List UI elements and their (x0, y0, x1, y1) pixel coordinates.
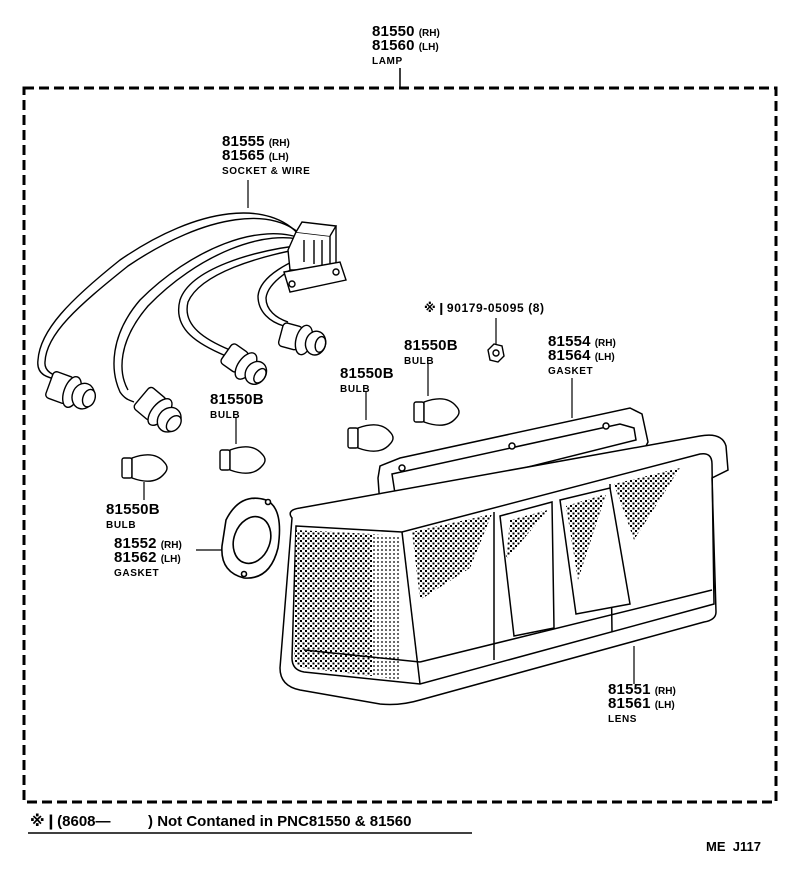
bulb-sockets (45, 322, 327, 433)
label-screw: ※❙90179-05095 (8) (424, 300, 545, 316)
lamp-rh-number: 81550 (372, 23, 415, 40)
bulb-left-number: 81550B (106, 501, 160, 518)
footnote: ※❙(8608— ) Not Contaned in PNC81550 & 81… (30, 812, 411, 830)
screw-shape (487, 343, 505, 363)
bulb-mid-left-shape (219, 446, 266, 474)
label-socket-wire: 81555(RH) 81565(LH) SOCKET & WIRE (222, 133, 311, 177)
socket-rh-number: 81555 (222, 133, 265, 150)
gasket-small-description: GASKET (114, 568, 160, 579)
gasket-small-lh-number: 81562 (114, 549, 157, 566)
small-gasket-shape (221, 497, 281, 579)
lens-description: LENS (608, 714, 638, 725)
label-bulb-top-right: 81550B BULB (404, 337, 458, 367)
bulb-mid-right-shape (347, 424, 394, 452)
label-bulb-left: 81550B BULB (106, 501, 160, 531)
lamp-rh-side: (RH) (418, 28, 440, 39)
gasket-small-rh-side: (RH) (160, 540, 182, 551)
leader-lines (143, 318, 635, 684)
bulb-mid-left-description: BULB (210, 410, 241, 421)
screw-part-number: ※❙90179-05095 (8) (424, 301, 545, 315)
assembly-boundary (22, 86, 778, 804)
bulb-mid-right-number: 81550B (340, 365, 394, 382)
label-lamp: 81550(RH) 81560(LH) LAMP (372, 23, 440, 67)
bulb-mid-right-description: BULB (340, 384, 371, 395)
gasket-small-lh-side: (LH) (160, 554, 181, 565)
socket-wire-harness (37, 180, 347, 403)
socket-rh-side: (RH) (268, 138, 290, 149)
lens-lh-side: (LH) (654, 700, 675, 711)
lamp-description: LAMP (372, 56, 403, 67)
bulb-top-right-description: BULB (404, 356, 435, 367)
gasket-main-rh-number: 81554 (548, 333, 591, 350)
bulb-left-shape (121, 454, 168, 482)
gasket-small-rh-number: 81552 (114, 535, 157, 552)
gasket-main-lh-number: 81564 (548, 347, 591, 364)
socket-lh-side: (LH) (268, 152, 289, 163)
lens-lh-number: 81561 (608, 695, 651, 712)
gasket-main-rh-side: (RH) (594, 338, 616, 349)
label-bulb-mid-right: 81550B BULB (340, 365, 394, 395)
label-gasket-main: 81554(RH) 81564(LH) GASKET (548, 333, 616, 377)
socket-lh-number: 81565 (222, 147, 265, 164)
gasket-main-lh-side: (LH) (594, 352, 615, 363)
bulb-top-right-number: 81550B (404, 337, 458, 354)
gasket-main-description: GASKET (548, 366, 594, 377)
lens-rh-side: (RH) (654, 686, 676, 697)
footnote-text: (8608— ) Not Contaned in PNC81550 & 8156… (57, 813, 412, 830)
lamp-lh-side: (LH) (418, 42, 439, 53)
bulb-mid-left-number: 81550B (210, 391, 264, 408)
socket-description: SOCKET & WIRE (222, 166, 311, 177)
lens-rh-number: 81551 (608, 681, 651, 698)
bulb-left-description: BULB (106, 520, 137, 531)
label-bulb-mid-left: 81550B BULB (210, 391, 264, 421)
lamp-lh-number: 81560 (372, 37, 415, 54)
lens-shape (279, 434, 729, 706)
bulb-top-right-shape (413, 398, 460, 426)
label-gasket-small: 81552(RH) 81562(LH) GASKET (114, 535, 182, 579)
reference-code: ME J117 (706, 839, 761, 854)
footnote-mark: ※❙ (30, 813, 58, 830)
label-lens: 81551(RH) 81561(LH) LENS (608, 681, 676, 725)
bulbs (121, 398, 460, 482)
